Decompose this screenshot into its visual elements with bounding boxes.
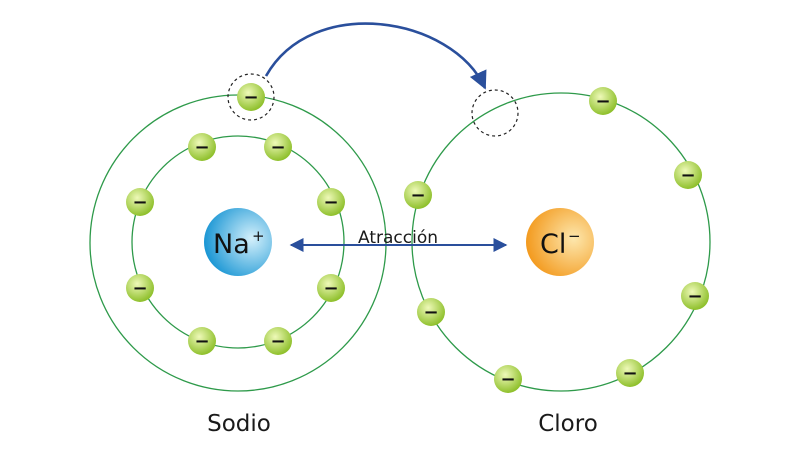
curved-arrow-icon	[264, 22, 487, 90]
sodium-inner-electron: −	[126, 188, 154, 216]
chlorine-outer-electron: −	[417, 298, 445, 326]
electron-icon	[317, 274, 345, 302]
electron-icon	[494, 365, 522, 393]
transfer-target-marker	[471, 89, 519, 137]
chlorine-outer-electron: −	[404, 181, 432, 209]
electron-icon	[674, 161, 702, 189]
electron-icon	[188, 327, 216, 355]
electron-icon	[681, 282, 709, 310]
electron-charge: −	[132, 192, 147, 213]
sodium-inner-electron: −	[317, 188, 345, 216]
electron-charge: −	[687, 286, 702, 307]
electron-charge: −	[194, 137, 209, 158]
chlorine-charge: −	[568, 227, 581, 245]
chlorine-outer-electron: −	[589, 87, 617, 115]
sodium-inner-electron: −	[126, 274, 154, 302]
electron-icon	[404, 181, 432, 209]
electron-icon	[126, 188, 154, 216]
electron-charge: −	[270, 137, 285, 158]
electron-icon	[317, 188, 345, 216]
electrons: − − − − − − − − − − − − − − − −	[126, 83, 709, 393]
electron-charge: −	[423, 302, 438, 323]
sodium-label: Sodio	[207, 411, 271, 437]
electron-charge: −	[323, 192, 338, 213]
sodium-inner-electron: −	[264, 133, 292, 161]
electron-charge: −	[270, 331, 285, 352]
electron-icon	[589, 87, 617, 115]
electron-icon	[616, 359, 644, 387]
chlorine-outer-electron: −	[616, 359, 644, 387]
chlorine-outer-electron: −	[674, 161, 702, 189]
electron-icon	[264, 327, 292, 355]
sodium-symbol: Na	[213, 229, 250, 260]
electron-charge: −	[622, 363, 637, 384]
electron-charge: −	[680, 165, 695, 186]
sodium-inner-electron: −	[188, 327, 216, 355]
electron-charge: −	[323, 278, 338, 299]
sodium-outer-electron: −	[237, 83, 265, 111]
sodium-charge: +	[252, 227, 265, 245]
chlorine-outer-electron: −	[494, 365, 522, 393]
electron-charge: −	[595, 91, 610, 112]
electron-icon	[417, 298, 445, 326]
electron-charge: −	[194, 331, 209, 352]
chlorine-outer-electron: −	[681, 282, 709, 310]
sodium-inner-electron: −	[317, 274, 345, 302]
sodium-ion	[204, 208, 272, 276]
chlorine-label: Cloro	[538, 411, 598, 437]
electron-icon	[264, 133, 292, 161]
attraction-label: Atracción	[358, 228, 438, 248]
chlorine-symbol: Cl	[540, 229, 566, 260]
electron-charge: −	[410, 185, 425, 206]
electron-charge: −	[500, 369, 515, 390]
electron-icon	[126, 274, 154, 302]
electron-charge: −	[243, 87, 258, 108]
sodium-inner-electron: −	[264, 327, 292, 355]
electron-icon	[237, 83, 265, 111]
transfer-source-marker	[227, 73, 275, 121]
chlorine-ion	[526, 208, 594, 276]
electron-icon	[188, 133, 216, 161]
sodium-inner-electron: −	[188, 133, 216, 161]
electron-charge: −	[132, 278, 147, 299]
